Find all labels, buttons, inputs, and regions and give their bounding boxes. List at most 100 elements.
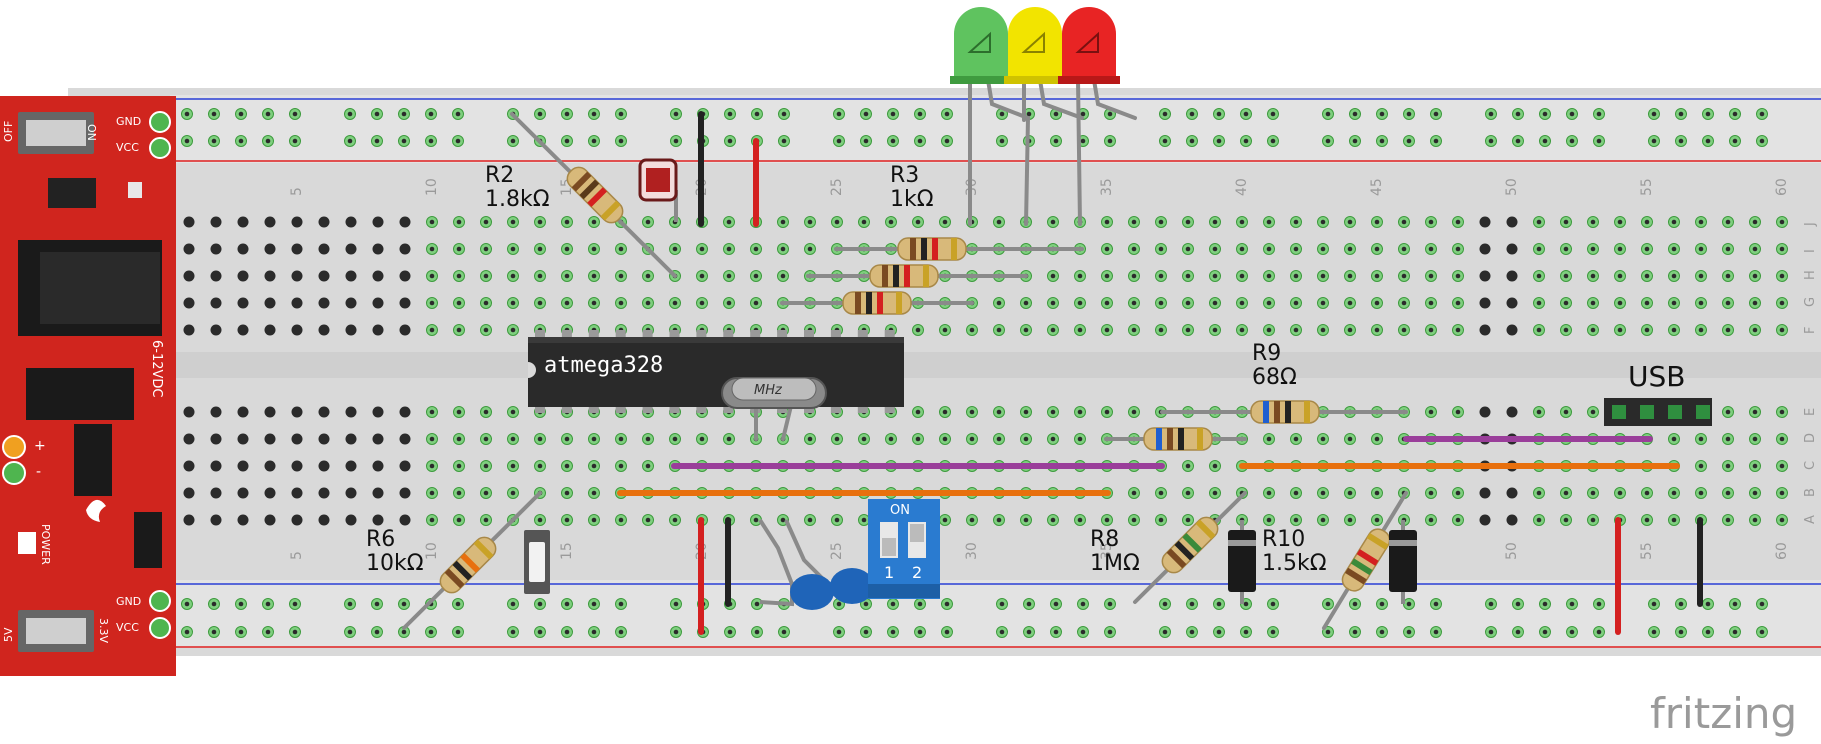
hole-center xyxy=(1239,300,1245,306)
rail-hole-center xyxy=(238,629,244,635)
hole-center xyxy=(618,273,624,279)
hole-center xyxy=(618,300,624,306)
hole-center xyxy=(1266,246,1272,252)
hole-center xyxy=(1617,219,1623,225)
hole xyxy=(237,487,249,499)
rail-hole-center xyxy=(1325,629,1331,635)
hole-center xyxy=(1536,327,1542,333)
hole-center xyxy=(1590,273,1596,279)
hole xyxy=(399,270,411,282)
hole-center xyxy=(1023,517,1029,523)
rail-hole-center xyxy=(292,111,298,117)
hole-center xyxy=(1536,300,1542,306)
hole-center xyxy=(1725,273,1731,279)
rail-hole-center xyxy=(292,138,298,144)
rail-hole-center xyxy=(1433,111,1439,117)
hole-center xyxy=(1428,327,1434,333)
rail-hole-center xyxy=(347,601,353,607)
hole-center xyxy=(1104,219,1110,225)
hole-center xyxy=(1779,409,1785,415)
rail-hole-center xyxy=(754,111,760,117)
hole xyxy=(399,243,411,255)
hole-center xyxy=(699,436,705,442)
hole-center xyxy=(726,246,732,252)
r10-value: 1.5kΩ xyxy=(1262,551,1327,576)
hole-center xyxy=(1671,490,1677,496)
chip-pin xyxy=(642,330,653,338)
hole-center xyxy=(1158,300,1164,306)
chip-pin xyxy=(669,330,680,338)
hole-center xyxy=(1590,300,1596,306)
hole-center xyxy=(1320,300,1326,306)
hole-center xyxy=(1725,246,1731,252)
rail-hole-center xyxy=(184,111,190,117)
rail-hole-center xyxy=(673,138,679,144)
rail-hole-center xyxy=(1569,111,1575,117)
hole xyxy=(237,297,249,309)
hole-center xyxy=(1590,219,1596,225)
rail-hole-center xyxy=(1759,138,1765,144)
rail-hole-center xyxy=(1270,111,1276,117)
hole-center xyxy=(1698,300,1704,306)
hole xyxy=(183,406,195,418)
rail-hole-center xyxy=(1678,601,1684,607)
hole xyxy=(372,487,384,499)
rail-hole-center xyxy=(537,601,543,607)
hole xyxy=(1506,297,1518,309)
rail-hole-center xyxy=(1759,601,1765,607)
hole-center xyxy=(1536,273,1542,279)
hole-center xyxy=(1023,300,1029,306)
hole-center xyxy=(1698,273,1704,279)
hole-center xyxy=(564,246,570,252)
column-number-bottom: 55 xyxy=(1639,542,1655,560)
rail-hole-center xyxy=(1488,629,1494,635)
rail-hole-center xyxy=(1651,629,1657,635)
hole xyxy=(1506,324,1518,336)
hole-center xyxy=(1266,490,1272,496)
r10-label: R10 1.5kΩ xyxy=(1262,528,1327,576)
hole xyxy=(1479,514,1491,526)
hole-center xyxy=(429,436,435,442)
push-button[interactable] xyxy=(524,530,550,594)
column-number-top: 60 xyxy=(1774,178,1790,196)
rail-hole-center xyxy=(1433,601,1439,607)
hole xyxy=(237,514,249,526)
hole xyxy=(372,514,384,526)
hole-center xyxy=(1725,219,1731,225)
hole-center xyxy=(1104,246,1110,252)
hole-center xyxy=(483,300,489,306)
rail-hole-center xyxy=(1270,601,1276,607)
hole-center xyxy=(1374,246,1380,252)
rail-hole-center xyxy=(1678,629,1684,635)
resistor-body xyxy=(869,264,939,288)
rail-hole-center xyxy=(1107,138,1113,144)
rail-hole-center xyxy=(1759,629,1765,635)
hole-center xyxy=(1644,517,1650,523)
hole xyxy=(318,406,330,418)
rail-hole-center xyxy=(455,601,461,607)
rail-hole-center xyxy=(727,138,733,144)
hole-center xyxy=(1104,327,1110,333)
off-label: OFF xyxy=(2,120,15,142)
hole xyxy=(237,406,249,418)
hole-center xyxy=(1293,219,1299,225)
hole xyxy=(399,487,411,499)
column-number-top: 50 xyxy=(1504,178,1520,196)
hole-center xyxy=(1320,246,1326,252)
rail-hole-center xyxy=(374,629,380,635)
hole-center xyxy=(645,300,651,306)
rail-hole-center xyxy=(1542,111,1548,117)
rail-hole-center xyxy=(428,138,434,144)
hole-center xyxy=(1671,246,1677,252)
hole-center xyxy=(726,273,732,279)
hole-center xyxy=(1320,517,1326,523)
hole xyxy=(264,460,276,472)
hole xyxy=(183,487,195,499)
hole-center xyxy=(1212,490,1218,496)
rail-hole-center xyxy=(1162,601,1168,607)
column-number-bottom: 50 xyxy=(1504,542,1520,560)
hole xyxy=(1506,406,1518,418)
hole-center xyxy=(1455,409,1461,415)
chip-pin xyxy=(750,330,761,338)
hole xyxy=(210,216,222,228)
